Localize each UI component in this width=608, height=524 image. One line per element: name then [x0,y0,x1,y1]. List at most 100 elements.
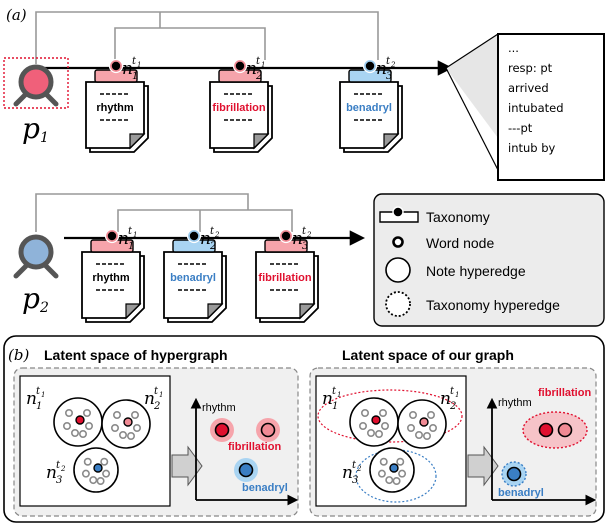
svg-text:t: t [132,56,137,67]
svg-text:2: 2 [390,61,396,69]
svg-text:1: 1 [337,391,341,399]
svg-text:1: 1 [261,61,265,69]
svg-text:rhythm: rhythm [498,397,532,409]
svg-text:t: t [450,386,455,397]
legend-note-hyperedge-label: Note hyperedge [426,263,526,279]
svg-text:n: n [46,463,57,483]
patient-2-label: p 2 [22,282,49,316]
svg-text:2: 2 [209,241,216,252]
svg-text:t: t [128,226,133,237]
svg-text:2: 2 [60,465,66,473]
legend-taxonomy-hyperedge-icon [385,291,411,317]
svg-text:2: 2 [255,71,262,82]
svg-text:1: 1 [36,401,42,412]
legend-word-node-label: Word node [426,235,494,251]
popup-line: ---pt [508,121,533,135]
word-node-icon [365,61,375,71]
svg-text:t: t [302,226,307,237]
note-word: fibrillation [212,102,265,114]
legend-taxonomy-icon [379,206,419,223]
taxonomy-tree-p1 [35,11,379,64]
note-word: rhythm [92,272,130,284]
svg-text:n: n [118,229,129,249]
popup-line: intub by [508,141,556,155]
svg-text:rhythm: rhythm [202,402,236,414]
popup-line: resp: pt [508,61,553,75]
note-word: benadryl [170,272,216,284]
svg-text:3: 3 [56,475,62,486]
svg-text:2: 2 [39,300,49,316]
word-node-icon [111,61,121,71]
legend: Taxonomy Word node Note hyperedge Taxono… [373,193,605,327]
blue-word-node [389,463,399,473]
svg-text:2: 2 [153,401,160,412]
svg-text:1: 1 [128,241,134,252]
svg-text:n: n [246,59,257,79]
svg-text:n: n [376,59,387,79]
panel-a-label: (a) [6,6,27,24]
word-node-icon [107,231,117,241]
left-fibrillation-label: fibrillation [228,441,281,453]
word-node-icon [281,231,291,241]
svg-text:2: 2 [449,401,456,412]
svg-text:2: 2 [214,231,220,239]
popup-line: arrived [508,81,549,95]
popup-line: intubated [508,101,564,115]
svg-text:n: n [342,463,353,483]
svg-text:1: 1 [133,231,137,239]
svg-text:t: t [332,386,337,397]
svg-text:1: 1 [137,61,141,69]
pink-word-node [123,417,133,427]
word-node-icon [189,231,199,241]
legend-word-node-icon [392,236,404,248]
svg-text:n: n [292,229,303,249]
svg-text:1: 1 [132,71,138,82]
svg-text:1: 1 [332,401,338,412]
legend-taxonomy-hyperedge-label: Taxonomy hyperedge [426,297,560,313]
svg-text:1: 1 [159,391,163,399]
svg-text:1: 1 [455,391,459,399]
svg-text:n: n [26,389,37,409]
red-word-node [75,415,85,425]
svg-text:3: 3 [352,475,358,486]
svg-text:p: p [22,112,40,145]
popup-line: ... [508,41,519,55]
note-popup: ... resp: pt arrived intubated ---pt intub by [445,33,605,181]
svg-text:t: t [56,460,61,471]
svg-text:t: t [210,226,215,237]
svg-text:2: 2 [306,231,312,239]
svg-text:n: n [322,389,333,409]
svg-text:t: t [36,386,41,397]
note-word: benadryl [346,102,392,114]
panel-b-left-title: Latent space of hypergraph [44,347,228,363]
left-benadryl-label: benadryl [242,482,288,494]
svg-text:2: 2 [356,465,362,473]
svg-text:t: t [154,386,159,397]
panel-b-right-title: Latent space of our graph [342,347,514,363]
svg-text:p: p [22,282,40,315]
right-benadryl-label: benadryl [498,487,544,499]
blue-word-node [93,463,103,473]
pink-word-node [419,417,429,427]
patient-2-icon [13,234,59,279]
